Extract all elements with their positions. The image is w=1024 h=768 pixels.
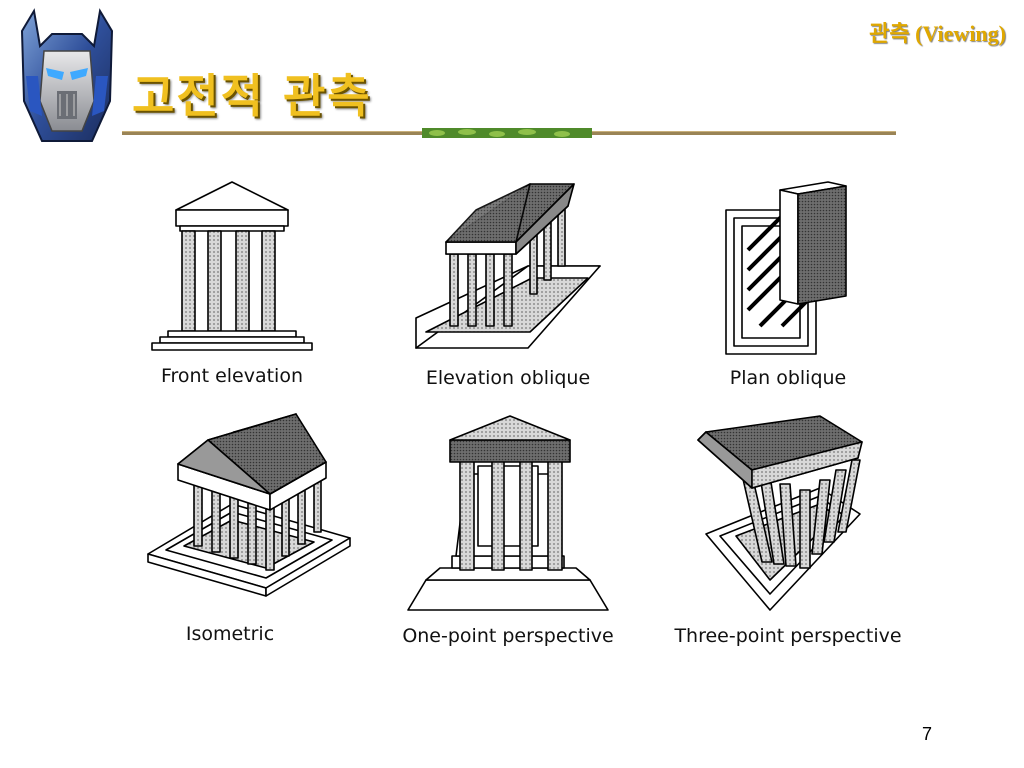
slide-title: 고전적 관측 [132,69,372,123]
caption-plan-oblique: Plan oblique [730,367,847,389]
caption-elevation-oblique: Elevation oblique [426,367,590,389]
caption-front-elevation: Front elevation [161,365,303,387]
title-divider [122,128,896,138]
caption-one-point-perspective: One-point perspective [402,625,613,647]
one-point-perspective-drawing [407,415,609,611]
viewing-types-figure: Front elevation Elevation oblique Plan o… [147,181,902,647]
plan-oblique-drawing [725,181,847,355]
front-elevation-drawing [151,181,313,351]
page-number: 7 [921,724,932,744]
isometric-drawing [147,413,351,597]
robot-helmet-icon [20,8,114,142]
caption-three-point-perspective: Three-point perspective [673,625,901,647]
elevation-oblique-drawing [415,183,601,349]
three-point-perspective-drawing [697,415,863,611]
header-label: 관측 (Viewing) [869,21,1006,46]
caption-isometric: Isometric [186,623,274,645]
